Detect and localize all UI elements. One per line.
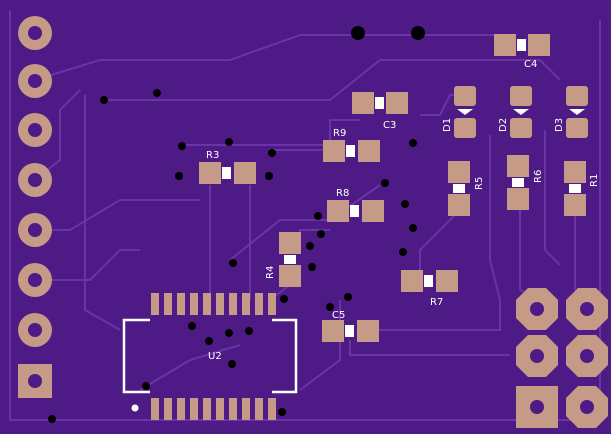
octagon-pad[interactable] [566, 288, 608, 330]
label-d2: D2 [498, 118, 509, 132]
trace [185, 119, 360, 146]
smd-r1[interactable] [564, 161, 586, 216]
header-pin-square[interactable] [18, 364, 52, 398]
header-pin[interactable] [18, 213, 52, 247]
mounting-hole [351, 26, 365, 40]
smd-r9[interactable] [323, 140, 380, 162]
trace [84, 95, 121, 331]
label-r1: R1 [589, 174, 600, 187]
label-u2: U2 [208, 351, 222, 362]
label-c4: C4 [524, 59, 537, 70]
octagon-pad[interactable] [566, 335, 608, 377]
header-pin[interactable] [18, 113, 52, 147]
header-right [516, 288, 608, 428]
trace [139, 344, 241, 391]
octagon-pad[interactable] [516, 335, 558, 377]
pin1-marker [131, 404, 139, 412]
label-r8: R8 [336, 188, 349, 199]
header-left [18, 16, 52, 398]
label-r5: R5 [474, 177, 485, 190]
vias [48, 89, 417, 423]
header-pin[interactable] [18, 64, 52, 98]
label-r4: R4 [265, 266, 276, 279]
trace [349, 340, 510, 356]
smd-c4[interactable] [494, 34, 550, 56]
smd-r3[interactable] [199, 162, 256, 184]
trace [9, 10, 600, 421]
trace [229, 184, 381, 261]
mounting-hole [411, 26, 425, 40]
smd-c3[interactable] [352, 92, 408, 114]
label-c5: C5 [332, 310, 345, 321]
trace [100, 59, 561, 101]
label-r9: R9 [333, 128, 346, 139]
header-pin[interactable] [18, 263, 52, 297]
label-r7: R7 [430, 297, 443, 308]
label-d3: D3 [554, 118, 565, 132]
led-d2[interactable] [510, 86, 532, 138]
smd-r4[interactable] [279, 232, 301, 287]
led-d3[interactable] [566, 86, 588, 138]
header-pin[interactable] [18, 16, 52, 50]
trace [419, 209, 461, 275]
trace [34, 34, 500, 81]
smd-r8[interactable] [327, 200, 384, 222]
ic-u2[interactable] [122, 293, 298, 420]
smd-r6[interactable] [507, 155, 529, 210]
led-d1[interactable] [454, 86, 476, 138]
octagon-pad[interactable] [516, 288, 558, 330]
smd-r7[interactable] [401, 270, 458, 292]
header-pin[interactable] [18, 163, 52, 197]
smd-r5[interactable] [448, 161, 470, 216]
square-pad[interactable] [516, 386, 558, 428]
trace [360, 135, 501, 331]
trace [35, 249, 140, 281]
traces [9, 10, 601, 421]
header-pin[interactable] [18, 313, 52, 347]
label-r6: R6 [533, 170, 544, 183]
octagon-pad[interactable] [566, 386, 608, 428]
label-d1: D1 [442, 118, 453, 132]
label-r3: R3 [206, 150, 219, 161]
trace [35, 199, 200, 231]
smd-c5[interactable] [322, 320, 379, 342]
label-c3: C3 [383, 120, 396, 131]
trace [544, 130, 561, 266]
